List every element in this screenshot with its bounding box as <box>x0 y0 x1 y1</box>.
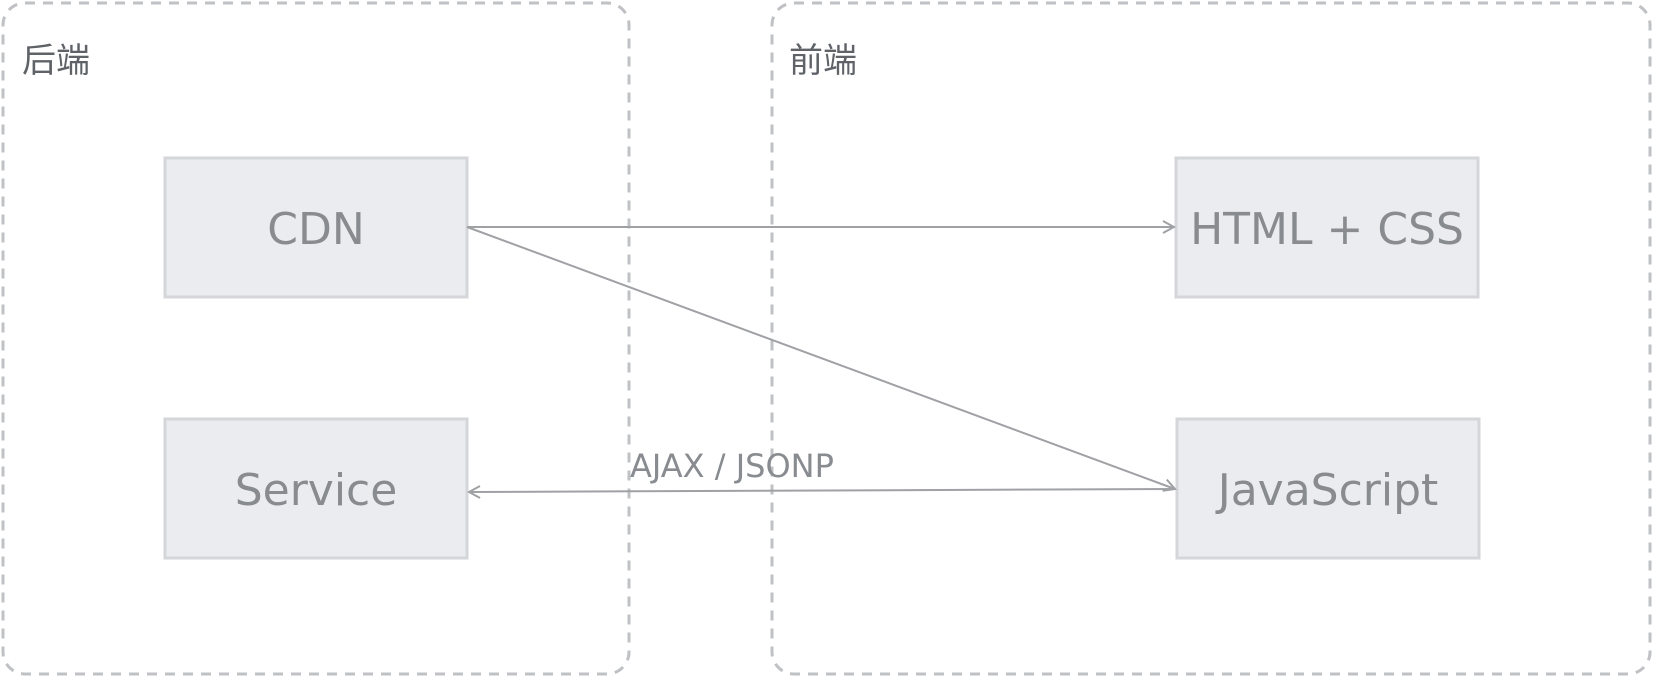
javascript-node: JavaScript <box>1175 417 1481 560</box>
html-css-node-label: HTML + CSS <box>1190 204 1464 255</box>
html-css-node: HTML + CSS <box>1174 156 1480 299</box>
service-node-label: Service <box>235 465 398 516</box>
frontend-group <box>770 1 1652 676</box>
cdn-node-label: CDN <box>267 204 365 255</box>
cdn-to-javascript-arrow <box>466 226 1175 489</box>
backend-group-title: 后端 <box>22 41 90 81</box>
javascript-node-label: JavaScript <box>1215 465 1439 516</box>
ajax-jsonp-label: AJAX / JSONP <box>630 447 834 485</box>
javascript-to-service-arrow <box>469 489 1176 492</box>
frontend-group-title: 前端 <box>789 41 857 81</box>
cdn-node: CDN <box>163 156 469 299</box>
service-node: Service <box>163 417 469 560</box>
backend-group <box>1 1 631 676</box>
